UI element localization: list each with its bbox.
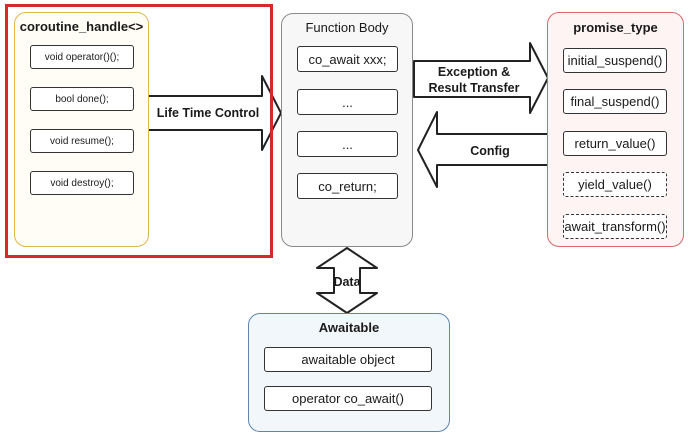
function-item-ellipsis-1: ... [297, 89, 398, 115]
function-body-title: Function Body [305, 20, 389, 35]
coroutine-handle-title: coroutine_handle<> [19, 19, 144, 34]
awaitable-panel [248, 313, 450, 432]
handle-item-done: bool done(); [30, 87, 134, 111]
awaitable-title: Awaitable [318, 320, 380, 335]
handle-item-resume: void resume(); [30, 129, 134, 153]
function-item-ellipsis-2: ... [297, 131, 398, 157]
highlight-frame [5, 4, 273, 258]
exception-label-line1: Exception & [437, 65, 511, 79]
awaitable-item-operator: operator co_await() [264, 386, 432, 411]
handle-item-destroy: void destroy(); [30, 171, 134, 195]
promise-item-yield-value: yield_value() [563, 172, 667, 197]
awaitable-item-object: awaitable object [264, 347, 432, 372]
lifetime-label: Life Time Control [156, 106, 260, 120]
promise-type-title: promise_type [573, 20, 658, 35]
exception-label-line2: Result Transfer [428, 81, 520, 95]
config-label: Config [470, 144, 510, 158]
exception-arrow [413, 42, 549, 114]
function-item-co-return: co_return; [297, 173, 398, 199]
promise-item-final-suspend: final_suspend() [563, 89, 667, 114]
config-arrow [417, 111, 549, 188]
promise-item-await-transform: await_transform() [563, 214, 667, 239]
promise-item-return-value: return_value() [563, 131, 667, 156]
handle-item-operator: void operator()(); [30, 45, 134, 69]
promise-item-initial-suspend: initial_suspend() [563, 48, 667, 73]
function-item-co-await: co_await xxx; [297, 46, 398, 72]
data-label: Data [333, 275, 361, 289]
